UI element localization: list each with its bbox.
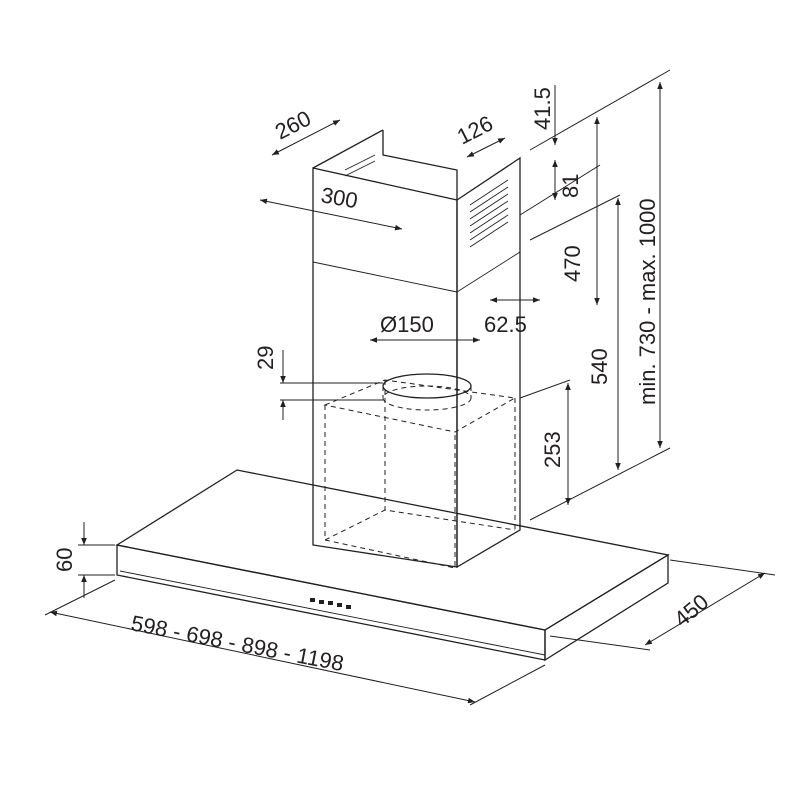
label-collar-height: 29 [253, 346, 278, 370]
label-canopy-height: 60 [52, 548, 77, 572]
label-upper-chimney: 470 [560, 245, 585, 282]
vent-grille [344, 154, 509, 248]
motor-housing-hidden [323, 373, 517, 569]
label-vent-height: 81 [558, 174, 583, 198]
label-top-offset: 41.5 [530, 87, 555, 130]
control-buttons [310, 598, 351, 609]
label-outlet-offset: 126 [453, 111, 497, 150]
label-canopy-depth: 450 [669, 589, 713, 632]
label-chimney-width: 300 [319, 182, 360, 213]
label-total-height: min. 730 - max. 1000 [635, 198, 660, 405]
dimension-lines [44, 69, 776, 706]
label-motor-height: 253 [540, 431, 565, 468]
label-chimney-depth: 260 [271, 106, 315, 145]
label-vent-offset: 62.5 [484, 312, 527, 337]
chimney [312, 129, 521, 569]
label-duct-diameter: Ø150 [380, 312, 434, 337]
label-lower-chimney: 540 [587, 348, 612, 385]
label-widths: 598 - 698 - 898 - 1198 [129, 610, 346, 676]
